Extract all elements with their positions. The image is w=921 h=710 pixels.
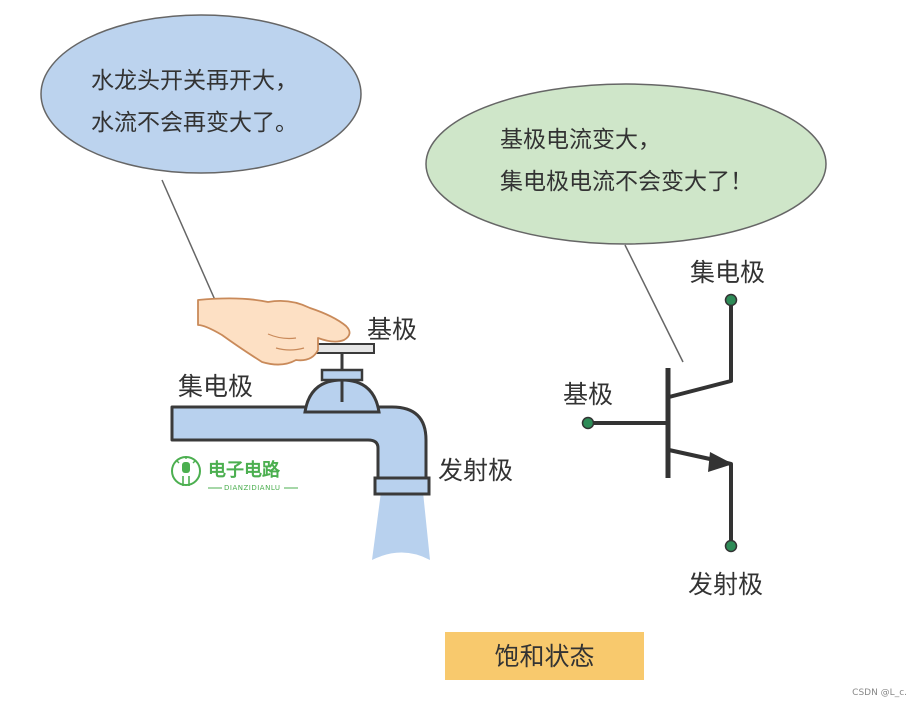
transistor-base-label: 基极 xyxy=(563,380,614,409)
left-bubble-tail xyxy=(161,179,216,301)
hand-icon xyxy=(197,297,351,366)
faucet-illustration xyxy=(170,297,431,560)
faucet-collector-label: 集电极 xyxy=(178,372,254,401)
status-label: 饱和状态 xyxy=(494,641,595,671)
emitter-arrow-icon xyxy=(708,452,733,472)
transistor-collector-lead xyxy=(668,300,733,399)
right-bubble-shape xyxy=(425,83,827,245)
watermark: CSDN @L_c. xyxy=(852,688,907,698)
faucet-spout-collar xyxy=(373,476,431,496)
transistor-emitter-label: 发射极 xyxy=(688,570,764,599)
left-speech-bubble xyxy=(40,14,362,301)
left-bubble-line-2: 水流不会再变大了。 xyxy=(91,110,298,136)
lightbulb-icon xyxy=(171,456,201,486)
transistor-collector-label: 集电极 xyxy=(690,258,766,287)
faucet-base-label: 基极 xyxy=(367,315,418,344)
hand-finger-creases xyxy=(267,333,305,351)
emitter-terminal xyxy=(724,539,738,553)
faucet-emitter-label: 发射极 xyxy=(438,456,514,485)
collector-terminal xyxy=(724,293,738,307)
left-bubble-line-1: 水龙头开关再开大， xyxy=(91,68,298,94)
logo-name-cn: 电子电路 xyxy=(208,460,280,481)
water-stream xyxy=(372,492,430,560)
transistor-symbol xyxy=(581,293,738,553)
right-speech-bubble xyxy=(425,83,827,363)
right-bubble-tail xyxy=(624,244,684,363)
status-box: 饱和状态 xyxy=(445,632,644,680)
faucet-stem-nut xyxy=(320,368,364,382)
logo-name-en: DIANZIDIANLU xyxy=(224,484,281,492)
left-bubble-shape xyxy=(40,14,362,174)
right-bubble-line-1: 基极电流变大， xyxy=(500,127,661,153)
right-bubble-line-2: 集电极电流不会变大了！ xyxy=(500,169,753,195)
base-terminal xyxy=(581,416,595,430)
